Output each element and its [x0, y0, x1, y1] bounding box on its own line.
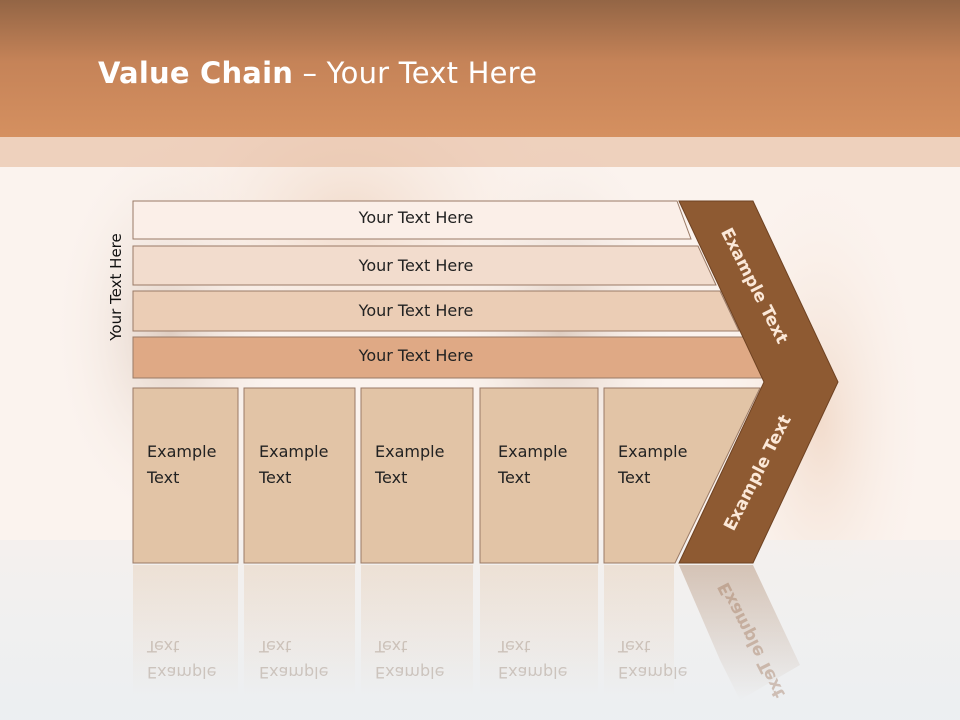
box-label-1-reflection-line2: Text — [147, 637, 180, 656]
box-label-5-line2: Text — [618, 468, 651, 487]
row-label-1: Your Text Here — [358, 208, 474, 227]
box-label-1-line2: Text — [147, 468, 180, 487]
box-label-4-reflection-line1: Example — [498, 663, 568, 682]
box-label-2-line1: Example — [259, 442, 329, 461]
row-bar-2 — [132, 245, 717, 286]
box-5-reflection — [604, 565, 674, 695]
box-label-3-line1: Example — [375, 442, 445, 461]
chevron-reflection — [679, 565, 800, 700]
title-rest: – Your Text Here — [293, 56, 538, 90]
row-bar-1 — [132, 200, 692, 240]
box-1-reflection — [133, 565, 238, 695]
box-label-1-reflection: Example Text — [147, 633, 216, 685]
box-label-4-line2: Text — [498, 468, 531, 487]
box-label-5-line1: Example — [618, 442, 688, 461]
row-bar-3 — [132, 290, 740, 332]
box-label-4-reflection-line2: Text — [498, 637, 531, 656]
box-5 — [603, 387, 761, 564]
box-2 — [243, 387, 356, 564]
box-label-3-line2: Text — [375, 468, 408, 487]
box-label-5-reflection-line2: Text — [618, 637, 651, 656]
box-label-3-reflection-line1: Example — [375, 663, 445, 682]
box-label-5-reflection-line1: Example — [618, 663, 688, 682]
margin-chevron — [678, 200, 839, 564]
title-bold: Value Chain — [98, 56, 294, 90]
box-label-2-reflection: Example Text — [259, 633, 328, 685]
row-label-4: Your Text Here — [358, 346, 474, 365]
page-title: Value Chain – Your Text Here — [98, 56, 537, 90]
box-label-1-reflection-line1: Example — [147, 663, 217, 682]
row-label-2: Your Text Here — [358, 256, 474, 275]
box-3-reflection — [361, 565, 473, 695]
box-1 — [132, 387, 239, 564]
box-label-2-reflection-line1: Example — [259, 663, 329, 682]
box-4-reflection — [480, 565, 598, 695]
box-3 — [360, 387, 474, 564]
header-bar — [0, 0, 960, 137]
box-label-3-reflection: Example Text — [375, 633, 444, 685]
box-label-4-reflection: Example Text — [498, 633, 567, 685]
box-label-1-line1: Example — [147, 442, 217, 461]
box-4 — [479, 387, 599, 564]
box-label-2-reflection-line2: Text — [259, 637, 292, 656]
box-label-2-line2: Text — [259, 468, 292, 487]
row-label-3: Your Text Here — [358, 301, 474, 320]
box-label-3-reflection-line2: Text — [375, 637, 408, 656]
box-label-5-reflection: Example Text — [618, 633, 687, 685]
header-band — [0, 137, 960, 167]
box-2-reflection — [244, 565, 355, 695]
box-label-4-line1: Example — [498, 442, 568, 461]
